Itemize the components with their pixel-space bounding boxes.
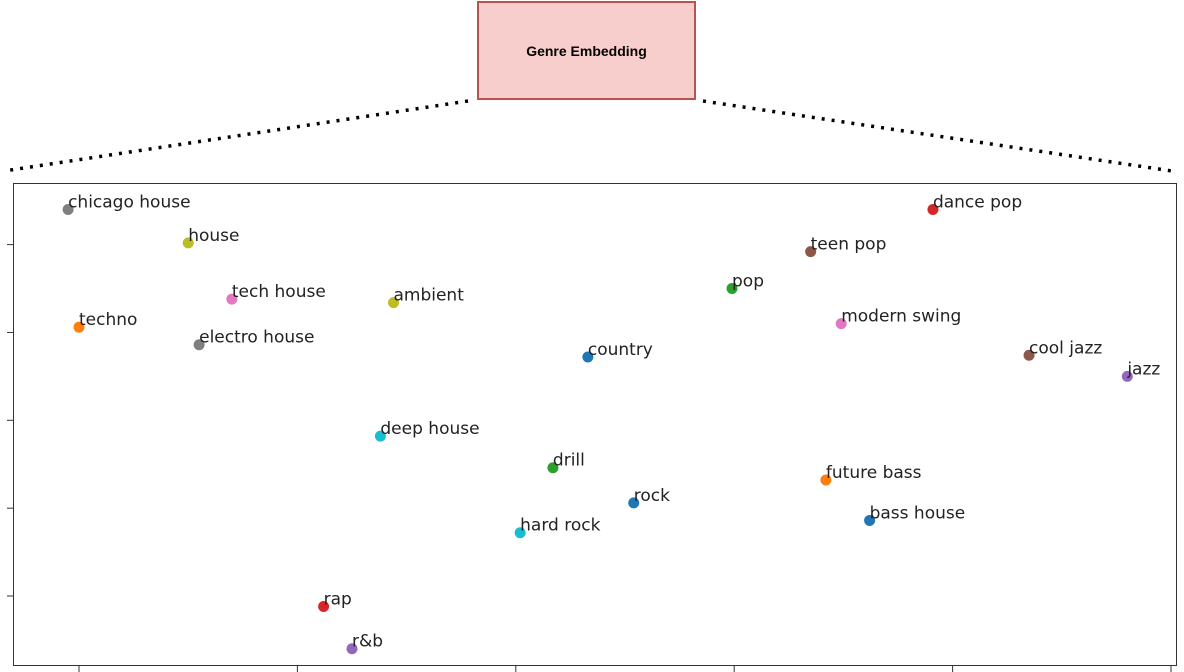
point-label: house [188,226,239,246]
point-label: modern swing [841,307,961,327]
data-point [374,430,386,442]
point-label: tech house [232,282,326,302]
data-point [628,497,640,509]
data-point [226,293,238,305]
data-point [346,643,358,655]
data-point [193,339,205,351]
data-point [1023,349,1035,361]
point-label: country [588,340,653,360]
point-label: electro house [199,328,314,348]
point-label: hard rock [520,516,600,536]
data-point [820,474,832,486]
point-label: teen pop [811,235,887,255]
point-label: drill [553,451,585,471]
data-point [318,601,330,613]
genre-embedding-label: Genre Embedding [526,42,647,59]
plot-frame [13,183,1177,666]
point-label: cool jazz [1029,338,1102,358]
point-label: ambient [393,286,464,306]
data-point [927,203,939,215]
point-label: deep house [380,419,479,439]
point-label: techno [79,310,137,330]
point-label: bass house [870,503,966,523]
data-point [62,203,74,215]
point-label: r&b [352,632,383,652]
data-point [726,283,738,295]
data-point [73,321,85,333]
connector-line-right [702,99,1173,173]
data-point [582,351,594,363]
data-point [547,462,559,474]
data-point [835,318,847,330]
data-point [182,237,194,249]
genre-embedding-box: Genre Embedding [477,1,696,100]
data-point [805,246,817,258]
data-point [864,514,876,526]
point-label: dance pop [933,192,1022,212]
point-label: pop [732,272,764,292]
axis-ticks [7,244,1172,672]
point-label: chicago house [68,192,190,212]
point-label: future bass [826,463,922,483]
point-label: jazz [1126,359,1160,379]
data-point [387,297,399,309]
data-point [1121,370,1133,382]
zoom-connector-lines [3,99,1173,173]
data-point [514,527,526,539]
data-points: chicago house house tech house ambient techn… [62,192,1160,655]
point-label: rap [324,590,352,610]
point-label: rock [634,486,670,506]
connector-line-left [3,99,469,173]
